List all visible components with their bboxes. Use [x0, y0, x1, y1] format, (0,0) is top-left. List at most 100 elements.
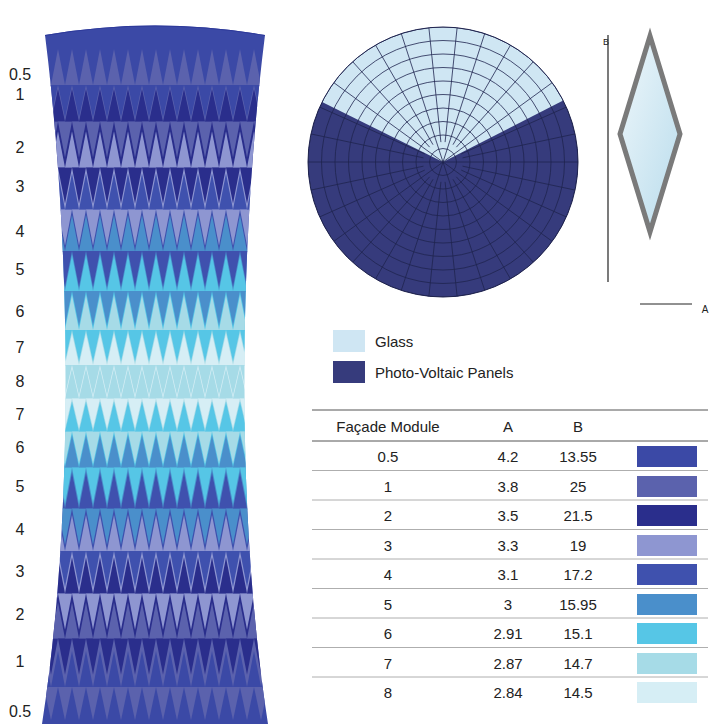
facade-diamond: [205, 651, 219, 687]
facade-diamond: [37, 255, 51, 291]
facade-diamond: [65, 603, 79, 639]
table-cell: 3: [504, 596, 512, 611]
facade-diamond: [268, 168, 282, 204]
grid-ray: [429, 28, 441, 142]
facade-diamond: [163, 49, 177, 85]
facade-diamond: [86, 687, 100, 720]
facade-diamond: [65, 473, 79, 509]
table-rule: [312, 500, 708, 501]
facade-diamond: [121, 603, 135, 639]
facade-diamond: [142, 687, 156, 720]
facade-band: [30, 20, 280, 86]
facade-diamond: [44, 330, 58, 362]
facade-diamond: [79, 255, 93, 291]
facade-diamond: [205, 368, 219, 398]
facade-diamond: [261, 473, 275, 509]
facade-diamond: [107, 603, 121, 639]
facade-diamond: [163, 215, 177, 251]
facade-diamond: [30, 551, 44, 587]
facade-diamond: [247, 368, 261, 398]
grid-ray: [311, 166, 423, 190]
facade-diamond: [177, 334, 191, 366]
facade-diamond: [177, 651, 191, 687]
facade-diamond: [30, 168, 44, 204]
facade-diamond: [79, 435, 93, 467]
facade-diamond: [261, 515, 275, 551]
grid-ring: [308, 27, 578, 297]
facade-diamond: [275, 368, 289, 398]
facade-diamond: [149, 215, 163, 251]
facade-diamond: [30, 639, 44, 675]
grid-ray: [401, 181, 437, 290]
facade-diamond: [93, 651, 107, 687]
facade-diamond: [247, 334, 261, 366]
facade-diamond: [233, 473, 247, 509]
facade-diamond: [177, 255, 191, 291]
plan-outline: [308, 27, 578, 297]
grid-ray: [461, 170, 566, 217]
facade-diamond: [65, 368, 79, 398]
legend-swatch: [333, 361, 365, 383]
grid-ray: [308, 162, 423, 163]
facade-diamond: [233, 255, 247, 291]
facade-diamond: [93, 334, 107, 366]
module-number: 6: [16, 440, 25, 456]
facade-diamond: [37, 295, 51, 330]
module-number: 5: [16, 262, 25, 278]
table-cell: 4: [384, 567, 392, 582]
facade-diamond: [247, 174, 261, 210]
facade-diamond: [275, 295, 289, 330]
facade-diamond: [149, 558, 163, 594]
facade-diamond: [51, 473, 65, 509]
facade-diamond: [247, 132, 261, 168]
facade-diamond: [51, 255, 65, 291]
grid-ray: [449, 34, 485, 143]
grid-ray: [443, 150, 459, 162]
facade-diamond: [93, 49, 107, 85]
facade-diamond: [261, 651, 275, 687]
facade-diamond: [149, 132, 163, 168]
grid-ray: [376, 45, 434, 145]
facade-diamond: [79, 402, 93, 432]
facade-diamond: [93, 255, 107, 291]
facade-diamond: [79, 89, 93, 122]
facade-diamond: [170, 687, 184, 720]
module-number: 2: [16, 140, 25, 156]
facade-diamond: [156, 687, 170, 720]
facade-diamond: [51, 89, 65, 122]
facade-band: [30, 330, 280, 366]
facade-diamond: [205, 515, 219, 551]
facade-diamond: [205, 603, 219, 639]
facade-diamond: [163, 515, 177, 551]
facade-diamond: [51, 174, 65, 210]
grid-ray: [443, 162, 459, 174]
facade-band: [30, 122, 280, 169]
facade-diamond: [191, 368, 205, 398]
table-cell: 2.91: [493, 626, 522, 641]
facade-diamond: [163, 89, 177, 122]
facade-diamond: [247, 255, 261, 291]
legend-text: Glass: [375, 334, 413, 349]
facade-diamond: [79, 49, 93, 85]
facade-diamond: [219, 174, 233, 210]
facade-diamond: [93, 435, 107, 467]
facade-diamond: [135, 132, 149, 168]
facade-diamond: [107, 515, 121, 551]
facade-diamond: [184, 687, 198, 720]
facade-diamond: [233, 295, 247, 330]
facade-diamond: [268, 639, 282, 675]
facade-diamond: [254, 509, 268, 545]
facade-diamond: [247, 515, 261, 551]
facade-diamond: [219, 255, 233, 291]
facade-diamond: [219, 49, 233, 85]
table-cell: 14.5: [563, 685, 592, 700]
facade-diamond: [93, 515, 107, 551]
facade-diamond: [247, 89, 261, 122]
facade-diamond: [268, 594, 282, 630]
module-swatch: [637, 653, 697, 674]
facade-diamond: [79, 334, 93, 366]
facade-diamond: [58, 687, 72, 720]
facade-diamond: [121, 435, 135, 467]
facade-diamond: [121, 402, 135, 432]
table-cell: 25: [570, 478, 587, 493]
